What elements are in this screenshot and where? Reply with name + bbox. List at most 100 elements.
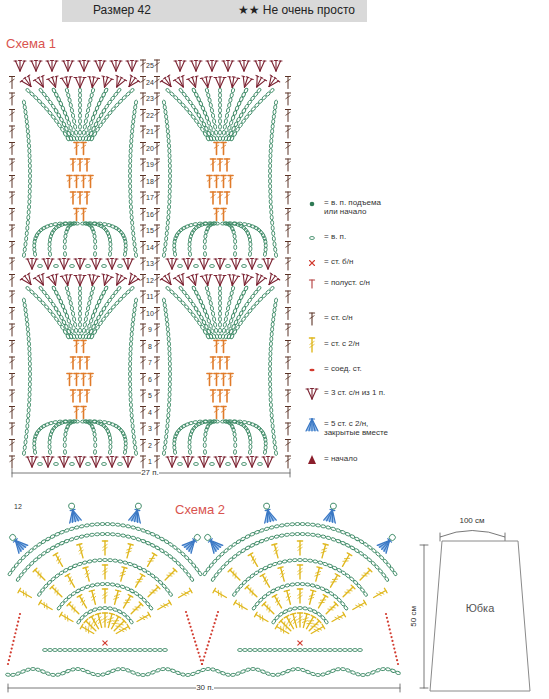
stitch-top	[9, 423, 14, 424]
chain-stitch	[168, 163, 171, 168]
shell-top	[106, 76, 109, 78]
chain-stitch	[24, 109, 28, 114]
shell-top	[175, 259, 178, 260]
stitch-stem	[288, 407, 289, 419]
chain-stitch	[164, 242, 168, 247]
stitch-stem	[288, 176, 289, 188]
stitch-top	[217, 158, 222, 160]
chain-stitch	[79, 296, 82, 301]
chain-stitch	[66, 93, 70, 98]
stitch-yarn-over	[211, 393, 215, 396]
shell-top	[116, 75, 119, 76]
chain-stitch	[71, 311, 75, 316]
chain-stitch	[129, 169, 132, 174]
chain-stitch	[168, 158, 171, 163]
stitch-symbol	[9, 440, 14, 452]
chain-stitch	[93, 437, 96, 442]
shell-top	[223, 259, 226, 260]
shell-top	[195, 273, 198, 275]
shell-top	[67, 259, 70, 260]
shell-top	[55, 75, 58, 77]
shell-top	[203, 258, 206, 259]
chain-stitch	[64, 234, 68, 239]
shell-leg	[202, 78, 208, 89]
shell-top	[47, 78, 50, 80]
chain-stitch	[79, 88, 82, 93]
chain-stitch	[269, 372, 272, 377]
stitch-stem	[72, 192, 74, 204]
chain-stitch	[269, 148, 272, 153]
shell-leg	[232, 457, 237, 467]
stitch-top	[81, 208, 86, 210]
stitch-yarn-over	[155, 376, 159, 379]
chain-stitch	[83, 322, 87, 327]
stitch-symbol	[77, 192, 82, 204]
stitch-stem	[157, 440, 158, 452]
shell-symbol	[33, 273, 48, 288]
chain-stitch	[168, 184, 171, 189]
chain-stitch	[233, 239, 236, 244]
shell-leg	[125, 274, 135, 285]
stitch-symbol	[285, 291, 290, 303]
stitch-yarn-over	[286, 145, 290, 148]
shell-leg	[108, 259, 113, 269]
chain-stitch	[209, 102, 213, 107]
stitch-top	[140, 258, 145, 259]
stitch-symbol	[140, 258, 145, 270]
shell-symbol	[214, 457, 226, 468]
shell-top	[207, 259, 210, 260]
shell-leg	[179, 76, 188, 87]
stitch-symbol	[214, 341, 219, 353]
chain-stitch	[27, 413, 30, 418]
stitch-top	[154, 340, 159, 341]
chain-stitch	[203, 245, 206, 250]
stitch-stem	[223, 374, 225, 386]
stitch-top	[285, 291, 290, 292]
stitch-yarn-over	[155, 360, 159, 363]
stitch-yarn-over	[211, 195, 215, 198]
shell-leg	[264, 457, 269, 467]
chain-stitch	[269, 341, 272, 346]
chain-stitch	[231, 286, 235, 291]
stitch-top	[67, 373, 72, 375]
stitch-yarn-over	[74, 409, 78, 412]
shell-top	[223, 457, 226, 458]
stitch-yarn-over	[155, 261, 159, 264]
shell-leg	[188, 259, 193, 269]
stitch-yarn-over	[81, 343, 85, 346]
stitch-symbol	[9, 341, 14, 353]
stitch-top	[74, 175, 79, 177]
chain-stitch	[269, 174, 272, 179]
chain-stitch	[25, 119, 29, 124]
stitch-yarn-over	[141, 459, 145, 462]
chain-stitch	[65, 313, 70, 319]
stitch-stem	[212, 159, 214, 171]
chain-stitch	[24, 434, 28, 439]
stitch-symbol	[154, 440, 159, 452]
stitch-top	[77, 191, 82, 193]
stitch-symbol	[140, 291, 145, 303]
shell-top	[239, 457, 242, 458]
stitch-yarn-over	[10, 409, 14, 412]
chain-stitch	[87, 323, 91, 329]
chain-stitch	[71, 113, 75, 118]
chain-stitch	[68, 295, 72, 300]
chain-stitch	[212, 119, 216, 124]
chain-stitch	[123, 449, 127, 454]
stitch-stem	[288, 291, 289, 303]
shell-top	[166, 457, 169, 458]
shell-leg	[206, 77, 212, 88]
shell-top	[237, 276, 240, 277]
stitch-top	[70, 356, 75, 358]
stitch-top	[140, 192, 145, 193]
shell-top	[277, 278, 279, 280]
chain-stitch	[272, 236, 276, 241]
chain-stitch	[54, 265, 59, 268]
shell-leg	[52, 274, 59, 285]
chain-stitch	[164, 109, 168, 114]
stitch-symbol	[154, 209, 159, 221]
chain-stitch	[129, 387, 132, 392]
stitch-top	[285, 175, 290, 176]
stitch-symbol	[154, 275, 159, 287]
shell-symbol	[226, 76, 239, 88]
